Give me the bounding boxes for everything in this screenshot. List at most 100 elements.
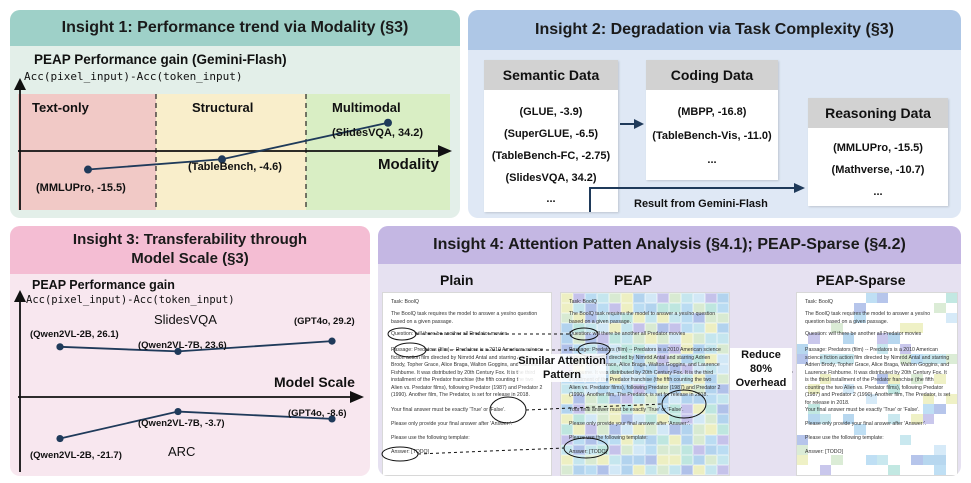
insight3-title: Insight 3: Transferability through Model… xyxy=(10,226,370,274)
heat-cell xyxy=(681,363,693,374)
heat-cell xyxy=(561,313,573,324)
sparse-cell xyxy=(934,373,946,384)
highlight-ellipse xyxy=(569,327,599,341)
heat-cell xyxy=(597,313,609,324)
heat-cell xyxy=(633,464,645,475)
sparse-cell xyxy=(854,303,866,314)
heat-cell xyxy=(609,434,621,445)
heat-cell xyxy=(681,303,693,314)
heat-cell xyxy=(645,404,657,415)
col-label-plain: Plain xyxy=(440,272,474,288)
heat-cell xyxy=(657,454,669,465)
heat-cell xyxy=(609,353,621,364)
heat-cell xyxy=(633,404,645,415)
region-text-only xyxy=(18,94,156,210)
point-label-tablebench: (TableBench, -4.6) xyxy=(188,161,282,173)
reasoning-item: ... xyxy=(873,186,883,198)
heat-cell xyxy=(645,363,657,374)
similar-attention-label: Similar Attention Pattern xyxy=(518,354,606,382)
heat-cell xyxy=(609,444,621,455)
sparse-cell xyxy=(842,383,855,395)
doc-final: Your final answer must be exactly 'True'… xyxy=(569,407,684,413)
heat-cell xyxy=(561,394,573,405)
insight2-panel: Insight 2: Degradation via Task Complexi… xyxy=(468,10,961,218)
sparse-cell xyxy=(922,414,935,425)
highlight-ellipse xyxy=(381,446,419,462)
heat-cell xyxy=(585,383,597,395)
heat-cell xyxy=(693,343,705,354)
heat-cell xyxy=(681,293,693,304)
series-name-slidesvqa: SlidesVQA xyxy=(154,312,217,327)
heat-cell xyxy=(717,343,729,354)
point-label: (Qwen2VL-2B, 26.1) xyxy=(30,329,119,340)
insight3-chart xyxy=(14,290,364,472)
sparse-cell xyxy=(797,434,809,445)
heat-cell xyxy=(669,464,681,475)
heat-cell xyxy=(717,434,729,445)
heat-cell xyxy=(681,424,693,435)
heat-cell xyxy=(717,424,729,435)
heat-cell xyxy=(645,373,657,384)
sparse-cell xyxy=(865,293,877,304)
heat-cell xyxy=(681,404,693,415)
heat-cell xyxy=(621,333,633,344)
heat-cell xyxy=(645,353,657,364)
heat-cell xyxy=(633,293,645,304)
doc-task: Task: BoolQ xyxy=(569,299,597,305)
heat-cell xyxy=(705,373,717,384)
heat-cell xyxy=(717,454,729,465)
heat-cell xyxy=(669,434,681,445)
heat-cell xyxy=(693,373,705,384)
heat-cell xyxy=(645,313,657,324)
heat-cell xyxy=(717,363,729,374)
heat-cell xyxy=(573,303,585,314)
heat-cell xyxy=(597,303,609,314)
insight1-metric-title: PEAP Performance gain (Gemini-Flash) xyxy=(34,52,287,67)
heat-cell xyxy=(585,404,597,415)
heat-cell xyxy=(597,293,609,304)
heat-cell xyxy=(621,404,633,415)
sparse-cell xyxy=(865,454,877,465)
heat-cell xyxy=(621,464,633,475)
arrow-to-reasoning xyxy=(589,187,796,212)
sparse-cell xyxy=(945,293,957,304)
heat-cell xyxy=(705,323,717,334)
heat-cell xyxy=(621,414,633,425)
highlight-ellipse xyxy=(563,437,609,459)
insight1-point xyxy=(218,155,226,164)
doc-question: Question: will there be another all Pred… xyxy=(805,331,922,337)
region-label-text-only: Text-only xyxy=(32,100,89,115)
heat-cell xyxy=(621,454,633,465)
sparse-cell xyxy=(797,343,809,354)
heat-cell xyxy=(633,363,645,374)
sparse-cell xyxy=(808,414,820,425)
sparse-cell xyxy=(922,454,935,465)
heat-cell xyxy=(669,303,681,314)
heat-cell xyxy=(633,444,645,455)
x-axis-arrow xyxy=(438,145,452,157)
heat-cell xyxy=(705,394,717,405)
heat-cell xyxy=(573,313,585,324)
heat-cell xyxy=(657,373,669,384)
doc-answer: Answer: [TODO] xyxy=(569,449,607,455)
doc-final: Your final answer must be exactly 'True'… xyxy=(391,407,506,413)
heat-cell xyxy=(657,293,669,304)
heat-cell xyxy=(573,404,585,415)
heat-cell xyxy=(621,424,633,435)
heat-cell xyxy=(717,293,729,304)
heat-cell xyxy=(597,424,609,435)
sparse-cell xyxy=(934,303,946,314)
point-label: (Qwen2VL-2B, -21.7) xyxy=(30,450,122,461)
heat-cell xyxy=(573,454,585,465)
heat-cell xyxy=(717,313,729,324)
insight2-arrows xyxy=(589,119,805,212)
heat-cell xyxy=(621,444,633,455)
y-axis-arrow xyxy=(14,78,26,90)
plain-document: Task: BoolQ The BoolQ task requires the … xyxy=(382,292,552,476)
insight1-chart xyxy=(14,78,452,210)
heat-cell xyxy=(693,303,705,314)
insight3-metric-title: PEAP Performance gain xyxy=(32,278,175,292)
point-label: (GPT4o, -8.6) xyxy=(288,408,347,419)
doc-passage: Passage: Predators (film) -- Predators i… xyxy=(569,347,721,399)
heat-cell xyxy=(705,434,717,445)
